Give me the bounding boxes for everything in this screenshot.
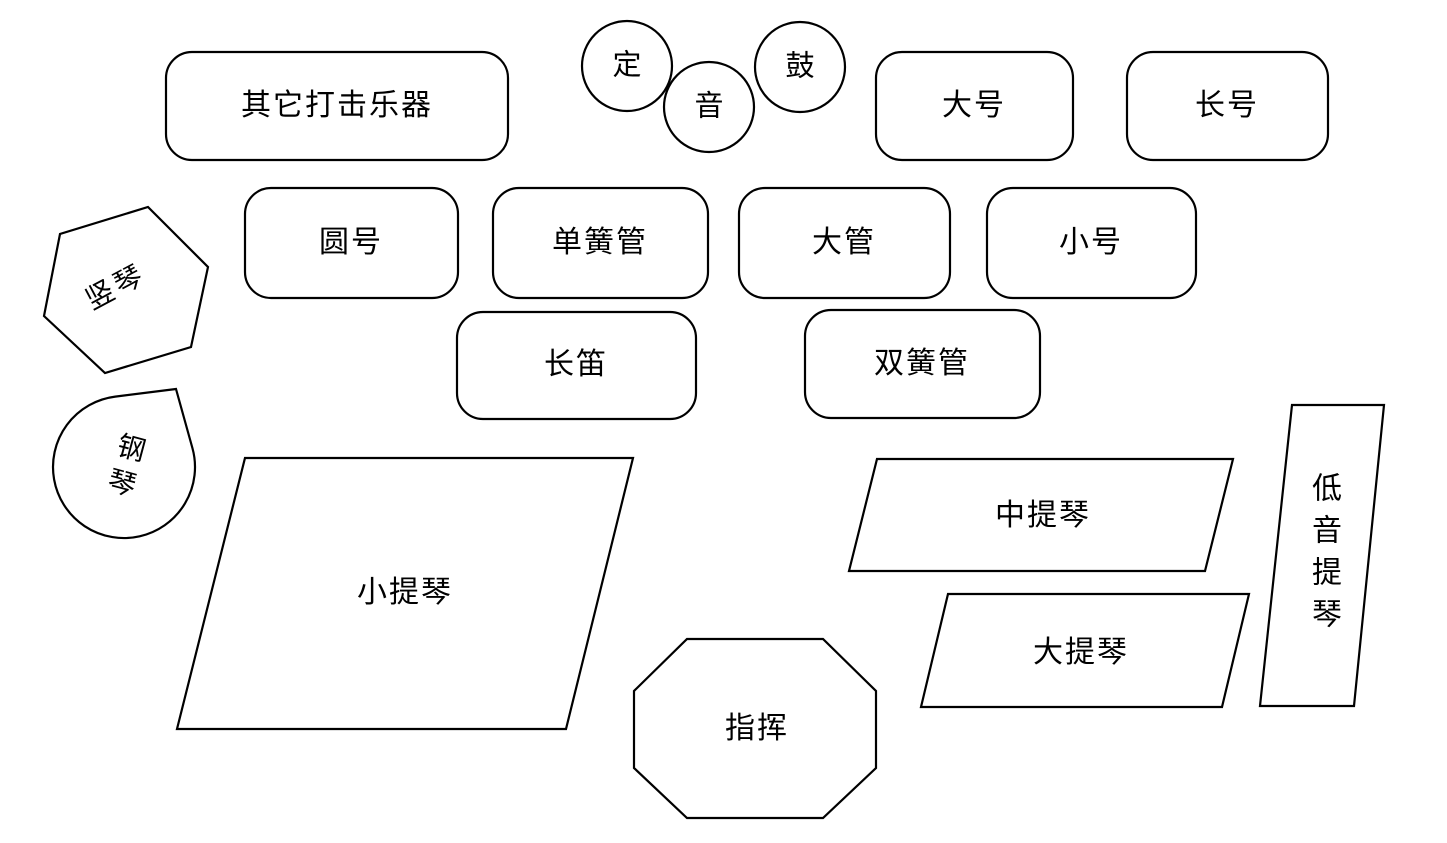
node-conductor-shape[interactable] <box>632 637 878 820</box>
node-flute-label: 长笛 <box>544 348 608 381</box>
node-trumpet-label: 小号 <box>1059 226 1123 259</box>
node-cello-shape[interactable] <box>919 592 1251 709</box>
node-timpani-char-1: 定 <box>612 49 642 82</box>
node-trumpet-shape[interactable] <box>985 186 1198 300</box>
node-violin-label: 小提琴 <box>357 576 453 609</box>
node-french-horn-label: 圆号 <box>319 226 383 259</box>
node-timpani-circle-3[interactable] <box>753 20 847 114</box>
node-oboe-label: 双簧管 <box>874 347 970 380</box>
node-timpani-char-3: 鼓 <box>785 50 815 83</box>
node-harp-shape[interactable] <box>42 205 210 375</box>
node-other-percussion-label: 其它打击乐器 <box>241 89 433 122</box>
node-piano-shape[interactable] <box>51 387 197 540</box>
node-timpani-char-2: 音 <box>694 90 724 123</box>
node-bassoon-label: 大管 <box>812 226 876 259</box>
node-trombone-shape[interactable] <box>1125 50 1330 162</box>
node-bassoon-shape[interactable] <box>737 186 952 300</box>
node-tuba-shape[interactable] <box>874 50 1075 162</box>
node-timpani-circle-2[interactable] <box>662 60 756 154</box>
node-viola-shape[interactable] <box>847 457 1235 573</box>
node-trombone-label: 长号 <box>1195 89 1259 122</box>
node-conductor-label: 指挥 <box>725 712 789 745</box>
node-clarinet-label: 单簧管 <box>552 226 648 259</box>
node-oboe-shape[interactable] <box>803 308 1042 420</box>
node-cello-label: 大提琴 <box>1033 636 1129 669</box>
node-tuba-label: 大号 <box>942 89 1006 122</box>
node-clarinet-shape[interactable] <box>491 186 710 300</box>
node-flute-shape[interactable] <box>455 310 698 421</box>
node-french-horn-shape[interactable] <box>243 186 460 300</box>
node-double-bass-shape[interactable] <box>1258 403 1386 708</box>
node-violin-shape[interactable] <box>175 456 635 731</box>
node-timpani-circle-1[interactable] <box>580 19 674 113</box>
node-double-bass-label: 低音提琴 <box>1307 472 1340 640</box>
node-viola-label: 中提琴 <box>995 499 1091 532</box>
node-other-percussion-shape[interactable] <box>164 50 510 162</box>
